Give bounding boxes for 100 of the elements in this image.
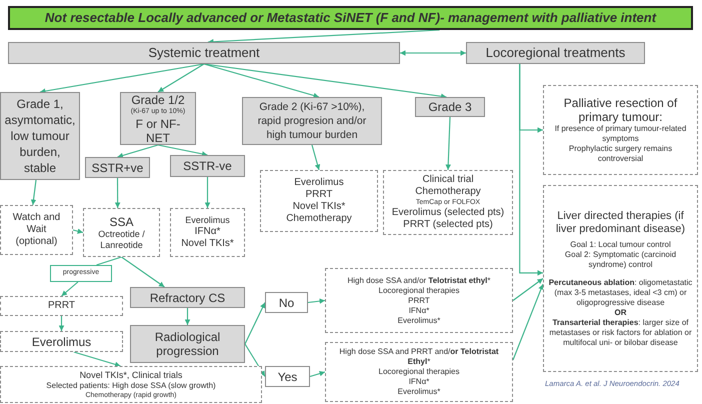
node-text: Grade 3	[428, 100, 472, 114]
connector-arrow	[184, 308, 190, 325]
node-text: Radiological progression	[154, 330, 222, 358]
node-text: Goal 1: Local tumour control	[570, 240, 671, 250]
connector-arrow	[61, 282, 78, 296]
connector-arrow	[30, 180, 37, 206]
connector-arrow	[117, 144, 158, 158]
node-text: High dose SSA and PRRT and/or Telotristat Ethyl*	[338, 347, 500, 367]
treatment-box	[170, 208, 245, 257]
connector-arrow	[72, 228, 84, 234]
node-text: Transarterial therapies: larger size of metastases or risk factors for ablation or multifocal uni- or bilobar disease	[548, 318, 693, 348]
node-text: Grade 2 (Ki-67 >10%), rapid progresion and/or high tumour burden	[256, 100, 368, 142]
node-text: PRRT (selected pts)	[403, 219, 493, 231]
node-text: Liver directed therapies (if liver predominant disease)	[554, 210, 686, 236]
treatment-box	[543, 185, 698, 372]
answer-box	[265, 366, 310, 387]
node-text: SSA	[109, 214, 134, 228]
node-text: Selected patients: High dose SSA (slow growth)	[46, 380, 216, 390]
connector-arrow	[512, 284, 544, 360]
node-text: IFNα*	[408, 306, 430, 316]
title-banner	[8, 6, 693, 30]
connector-arrow	[310, 370, 326, 378]
node-text: PRRT	[48, 300, 76, 312]
node-text: Octreotide / Lanreotide	[97, 228, 146, 250]
node-text: IFNα*	[408, 377, 430, 387]
node-text: Everolimus	[294, 177, 344, 189]
node-text: Not resectable Locally advanced or Metastatic SiNET (F and NF)- management with palliative intent	[44, 9, 656, 28]
node-text: Everolimus*	[398, 316, 440, 326]
node-text: SSTR-ve	[183, 159, 232, 173]
node-text: Novel TKIs*	[292, 201, 346, 213]
connector-arrow	[204, 177, 210, 208]
node-text: Goal 2: Symptomatic (carcinoid syndrome) control	[564, 250, 678, 270]
connector-arrow	[158, 144, 208, 157]
process-box	[242, 97, 382, 145]
connector-arrow	[512, 278, 544, 301]
node-text: Systemic treatment	[148, 44, 260, 62]
node-text: Everolimus (selected pts)	[392, 207, 504, 219]
treatment-box	[325, 268, 513, 333]
node-text: If presence of primary tumour-related symptoms	[554, 124, 688, 144]
condition-box	[50, 265, 112, 282]
node-text: Percutaneous ablation: oligometastatic (max 3-5 metastases, ideal <3 cm) or oligoprogressive disease	[548, 278, 693, 308]
connector-arrow	[208, 29, 440, 44]
node-text: Grade 1/2	[131, 92, 185, 106]
node-text: Chemotherapy	[286, 213, 352, 225]
process-box	[415, 97, 485, 117]
connector-arrow	[311, 144, 320, 170]
treatment-box	[325, 342, 513, 402]
decision-box	[130, 325, 245, 363]
node-text: F or NF-NET	[134, 116, 182, 144]
node-text: Refractory CS	[150, 290, 226, 304]
node-text: Locoregional therapies	[378, 286, 460, 296]
treatment-box	[83, 208, 160, 257]
treatment-box	[0, 366, 262, 403]
connector-arrow	[204, 63, 320, 98]
connector-arrow	[40, 63, 204, 94]
answer-box	[265, 292, 308, 313]
node-text: Locoregional therapies	[378, 367, 460, 377]
node-text: Prophylactic surgery remains controversial	[568, 144, 674, 164]
connector-arrow	[121, 256, 165, 288]
node-text: Novel TKIs*	[181, 238, 234, 250]
node-text: PRRT	[305, 189, 333, 201]
treatment-box	[0, 205, 73, 255]
treatment-box	[0, 331, 123, 352]
node-text: Yes	[278, 370, 298, 384]
process-box	[466, 42, 645, 64]
node-text: Everolimus	[185, 215, 230, 226]
process-box	[120, 92, 196, 145]
treatment-box	[0, 296, 123, 316]
connector-arrow	[114, 178, 120, 208]
node-text: Watch and Wait (optional)	[12, 212, 62, 248]
node-text: Locoregional treatments	[486, 44, 626, 62]
process-box	[8, 42, 400, 64]
connector-arrow	[74, 351, 121, 368]
node-text: Novel TKIs*, Clinical trials	[80, 370, 182, 380]
node-text: Everolimus*	[398, 387, 440, 397]
node-text: High dose SSA and/or Telotristat ethyl*	[347, 276, 491, 286]
node-text: No	[278, 296, 294, 310]
treatment-box	[260, 170, 378, 232]
node-text: SSTR+ve	[92, 160, 144, 174]
node-text: Palliative resection of primary tumour:	[562, 96, 678, 124]
treatment-box	[543, 85, 698, 175]
connector-arrow	[204, 63, 447, 99]
process-box	[85, 157, 150, 178]
node-text: Grade 1, asymtomatic, low tumour burden, stable	[4, 96, 76, 176]
connector-arrow	[58, 316, 64, 331]
node-text: OR	[614, 308, 626, 318]
treatment-box	[383, 170, 513, 235]
connector-arrow	[519, 64, 543, 276]
connector-arrow	[158, 64, 204, 92]
connector-arrow	[400, 50, 466, 56]
connector-arrow	[244, 302, 266, 344]
connector-arrow	[445, 116, 451, 170]
node-text: PRRT	[408, 296, 430, 306]
node-text: IFNα*	[194, 226, 220, 238]
connector-arrow	[244, 344, 266, 377]
process-box	[170, 155, 245, 177]
connector-arrow	[308, 298, 326, 304]
node-text: Chemotherapy	[415, 186, 481, 198]
node-text: Everolimus	[32, 334, 92, 348]
process-box	[130, 287, 245, 308]
